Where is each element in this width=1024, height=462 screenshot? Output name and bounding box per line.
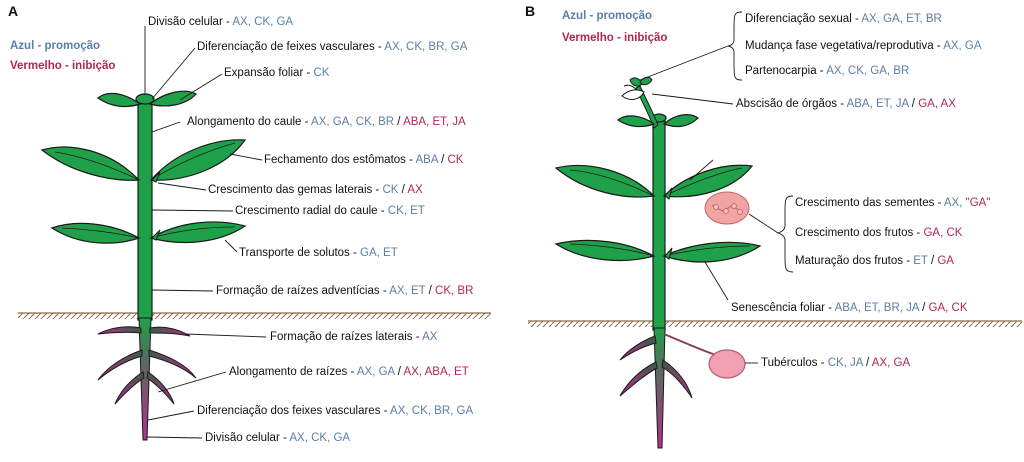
- leaf-b-low-right: [662, 241, 762, 263]
- panel-a-legend-promotion: Azul - promoção: [10, 40, 101, 52]
- lateral-root-a-1: [97, 326, 142, 335]
- main-root-b: [653, 327, 666, 449]
- tuber-icon: [663, 333, 746, 379]
- lateral-root-a-3: [97, 349, 143, 381]
- soil-line-a: [18, 313, 491, 319]
- panel-b-letter: B: [525, 3, 536, 19]
- lateral-root-b-1: [619, 335, 657, 361]
- soil-line-b: [528, 321, 1022, 327]
- leaf-a-low-right: [149, 221, 247, 244]
- label-a-alongamento-caule: Alongamento do caule - AX, GA, CK, BR / …: [187, 116, 466, 128]
- panel-a-legend-inhibition: Vermelho - inibição: [10, 60, 116, 72]
- leaf-a-mid-right: [149, 139, 247, 181]
- label-b-tuberculos: Tubérculos - CK, JA / AX, GA: [761, 357, 911, 369]
- leaf-b-mid-right: [662, 164, 754, 198]
- leaf-a-mid-left: [40, 146, 141, 181]
- leader-lines-a: [144, 26, 267, 439]
- stem-b: [652, 117, 666, 331]
- label-b-maturacao-frutos: Maturação dos frutos - ET / GA: [795, 255, 954, 267]
- leader-lines-b: [639, 11, 794, 364]
- lateral-root-a-2: [149, 326, 191, 337]
- main-root-a: [138, 317, 152, 441]
- label-a-alongamento-raizes: Alongamento de raízes - AX, GA / AX, ABA…: [229, 366, 469, 378]
- lateral-root-a-4: [148, 349, 197, 379]
- stem-a: [137, 99, 153, 321]
- panel-b-legend-promotion: Azul - promoção: [562, 10, 653, 22]
- leaf-a-low-left: [50, 222, 141, 244]
- label-a-expansao-foliar: Expansão foliar - CK: [224, 67, 330, 79]
- panel-a-letter: A: [8, 3, 19, 19]
- leaf-b-low-left: [554, 239, 656, 262]
- leaf-b-top-left: [617, 115, 656, 128]
- panel-b-legend-inhibition: Vermelho - inibição: [562, 32, 668, 44]
- leaf-b-top-right: [662, 114, 699, 128]
- label-a-divisao-celular-top: Divisão celular - AX, CK, GA: [148, 16, 294, 28]
- label-a-diferenciacao-feixes: Diferenciação de feixes vasculares - AX,…: [197, 41, 468, 53]
- label-a-diferenciacao-feixes-raiz: Diferenciação dos feixes vasculares - AX…: [197, 405, 474, 417]
- flower-icon: [621, 76, 653, 100]
- label-a-transporte-solutos: Transporte de solutos - GA, ET: [239, 247, 398, 259]
- plant-a: [18, 26, 491, 441]
- lateral-root-a-5: [114, 371, 145, 405]
- label-b-senescencia-foliar: Senescência foliar - ABA, ET, BR, JA / G…: [731, 302, 968, 314]
- leaf-b-mid-left: [554, 164, 656, 198]
- label-b-abscisao-orgaos: Abscisão de órgãos - ABA, ET, JA / GA, A…: [736, 98, 956, 110]
- label-a-gemas-laterais: Crescimento das gemas laterais - CK / AX: [208, 184, 423, 196]
- label-a-fechamento-estomatos: Fechamento dos estômatos - ABA / CK: [264, 154, 464, 166]
- label-b-crescimento-sementes: Crescimento das sementes - AX, "GA": [795, 197, 991, 209]
- lateral-root-a-6: [146, 371, 175, 405]
- label-a-divisao-celular-bottom: Divisão celular - AX, CK, GA: [205, 432, 351, 444]
- lateral-root-b-2: [619, 361, 658, 397]
- label-b-diferenciacao-sexual: Diferenciação sexual - AX, GA, ET, BR: [745, 13, 942, 25]
- label-a-raizes-adventicias: Formação de raízes adventícias - AX, ET …: [216, 285, 474, 297]
- leaf-a-top-right: [148, 90, 197, 107]
- label-a-radial-caule: Crescimento radial do caule - CK, ET: [235, 205, 425, 217]
- lateral-root-b-3: [661, 359, 693, 399]
- label-b-partenocarpia: Partenocarpia - AX, CK, GA, BR: [745, 65, 910, 77]
- label-b-crescimento-frutos: Crescimento dos frutos - GA, CK: [795, 227, 963, 239]
- label-a-raizes-laterais: Formação de raízes laterais - AX: [270, 331, 438, 343]
- label-b-mudanca-fase: Mudança fase vegetativa/reprodutiva - AX…: [745, 40, 982, 52]
- fruit-icon: [704, 191, 750, 225]
- plant-b: [528, 11, 1022, 449]
- leaf-a-top-left: [97, 92, 142, 108]
